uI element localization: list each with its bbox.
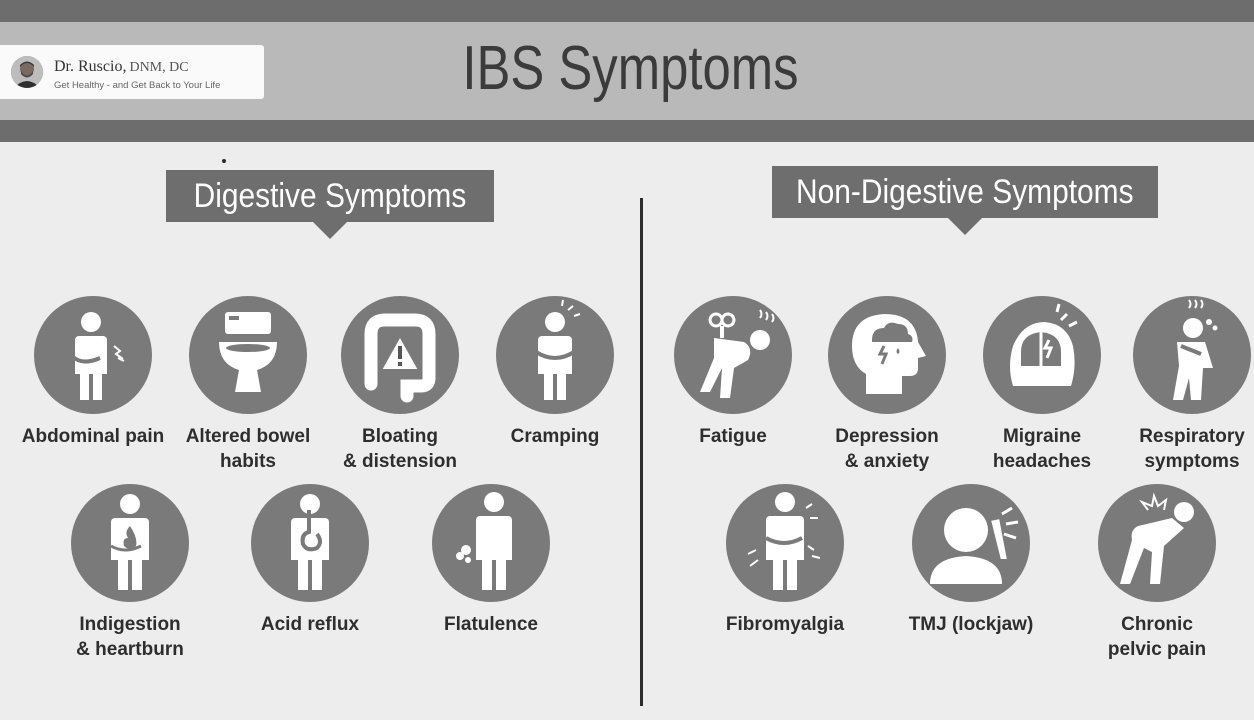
brand-credentials: DNM, DC [129, 60, 189, 75]
flatulence-icon [432, 484, 550, 602]
bottom-dark-band [0, 120, 1254, 142]
head-storm-icon [828, 296, 946, 414]
brand-tagline: Get Healthy - and Get Back to Your Life [54, 80, 221, 91]
coughing-icon [1133, 296, 1251, 414]
migraine-icon [983, 296, 1101, 414]
fibromyalgia-icon [726, 484, 844, 602]
cramping-icon [496, 296, 614, 414]
heartburn-icon [71, 484, 189, 602]
top-dark-band [0, 0, 1254, 22]
symptom-label: Depression& anxiety [835, 426, 939, 472]
section-divider [640, 198, 643, 706]
non-digestive-section-label: Non-Digestive Symptoms [772, 166, 1158, 235]
colon-warning-icon [341, 296, 459, 414]
symptom-label: Acid reflux [260, 614, 360, 635]
digestive-section-label: Digestive Symptoms [166, 170, 494, 239]
label-pointer [947, 217, 983, 235]
page-title: IBS Symptoms [462, 34, 799, 103]
symptom-label: Cramping [510, 426, 600, 447]
fatigue-icon [674, 296, 792, 414]
symptom-label: Fatigue [699, 426, 767, 447]
person-photo-icon [11, 56, 43, 88]
label-pointer [312, 221, 348, 239]
jaw-pain-icon [912, 484, 1030, 602]
acid-reflux-icon [251, 484, 369, 602]
brand-name: Dr. Ruscio,DNM, DC [54, 58, 189, 75]
pelvic-pain-icon [1098, 484, 1216, 602]
symptom-label: Fibromyalgia [725, 614, 845, 635]
symptom-label: Abdominal pain [21, 426, 165, 447]
symptom-label: Indigestion& heartburn [76, 614, 184, 660]
toilet-icon [189, 296, 307, 414]
symptom-label: TMJ (lockjaw) [908, 614, 1034, 635]
symptom-label: Flatulence [444, 614, 538, 635]
brand-logo-box: Dr. Ruscio,DNM, DC Get Healthy - and Get… [0, 45, 264, 99]
stray-dot [222, 159, 226, 163]
abdominal-pain-icon [34, 296, 152, 414]
symptom-label: Bloating& distension [342, 426, 457, 472]
